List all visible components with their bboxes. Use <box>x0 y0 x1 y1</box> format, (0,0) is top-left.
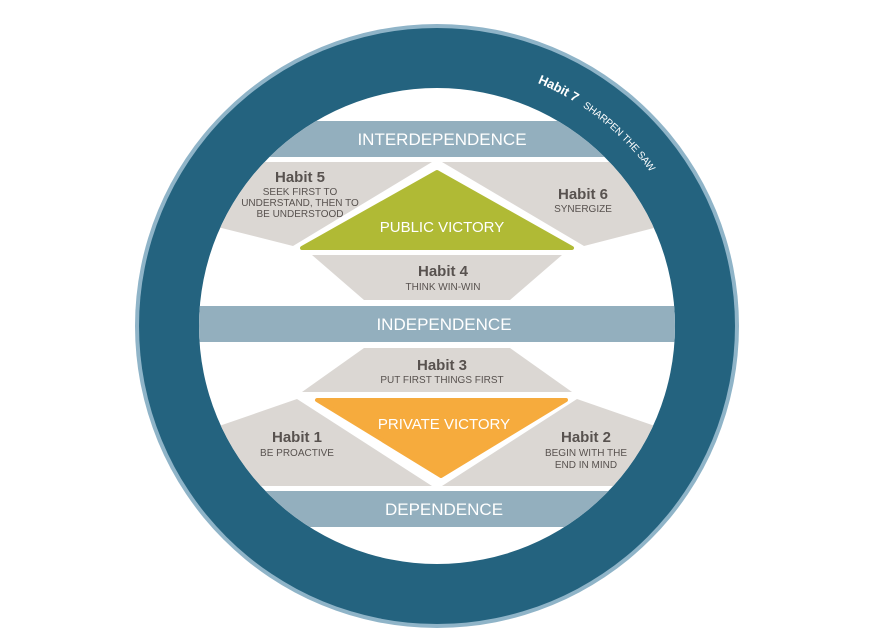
habit-3-title: Habit 3 <box>417 357 467 374</box>
habit-6-title: Habit 6 <box>558 186 608 203</box>
public-victory-label: PUBLIC VICTORY <box>380 219 504 236</box>
habit-4-desc-line-1: THINK WIN-WIN <box>406 282 481 293</box>
dependence-label: DEPENDENCE <box>385 500 503 519</box>
public-victory-triangle <box>300 170 574 250</box>
habit-5-desc-line-1: SEEK FIRST TO <box>263 187 338 198</box>
habit-3-shape <box>302 348 572 392</box>
habit-3-desc-line-1: PUT FIRST THINGS FIRST <box>380 375 503 386</box>
habit-4-title: Habit 4 <box>418 263 469 280</box>
private-victory-triangle <box>315 398 568 478</box>
habit-6-desc-line-1: SYNERGIZE <box>554 204 612 215</box>
private-victory-label: PRIVATE VICTORY <box>378 416 510 433</box>
habit-5-title: Habit 5 <box>275 169 325 186</box>
band-independence <box>199 306 675 342</box>
independence-label: INDEPENDENCE <box>376 315 511 334</box>
habit-2-desc-line-1: BEGIN WITH THE <box>545 448 627 459</box>
habit-4-shape <box>312 255 562 300</box>
habit-1-title: Habit 1 <box>272 429 322 446</box>
habit-2-desc-line-2: END IN MIND <box>555 460 617 471</box>
habit-5-desc-line-2: UNDERSTAND, THEN TO <box>241 198 359 209</box>
interdependence-label: INTERDEPENDENCE <box>357 130 526 149</box>
habit-2-title: Habit 2 <box>561 429 611 446</box>
habit-1-desc-line-1: BE PROACTIVE <box>260 448 334 459</box>
habit-5-desc-line-3: BE UNDERSTOOD <box>256 209 343 220</box>
